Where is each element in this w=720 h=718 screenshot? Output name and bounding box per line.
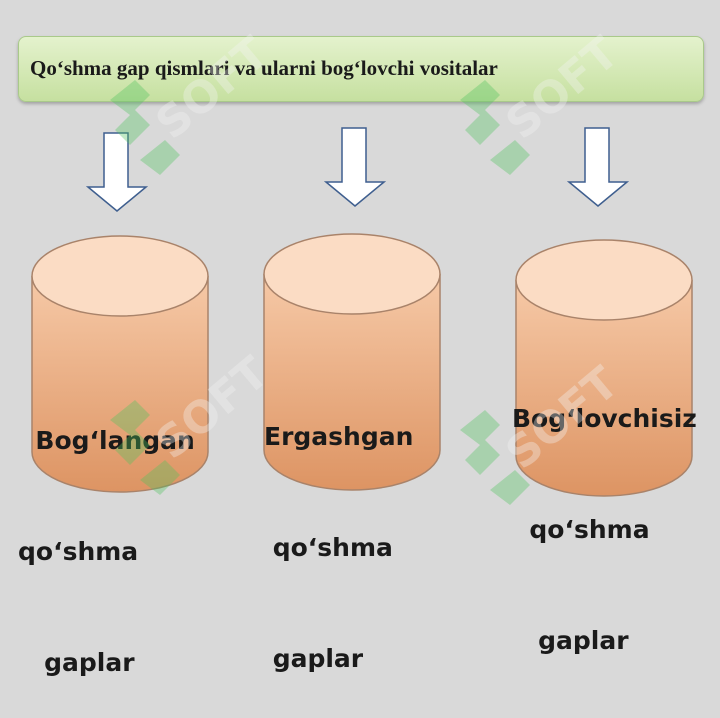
- cylinder-shape: [515, 239, 693, 497]
- down-arrow-icon: [567, 127, 629, 207]
- cylinder-label-3: Bog‘lovchisiz qo‘shma gaplar: [512, 326, 697, 696]
- cylinder-label-2: Ergashgan qo‘shma gaplar: [264, 344, 413, 714]
- label-line: Ergashgan: [264, 422, 414, 451]
- label-line: gaplar: [18, 648, 135, 677]
- label-line: qo‘shma: [512, 515, 650, 544]
- label-line: Bog‘langan: [18, 426, 195, 455]
- cylinder-label-1: Bog‘langan qo‘shma gaplar: [18, 348, 195, 718]
- cylinder-shape: [263, 233, 441, 491]
- title-box: [18, 36, 704, 102]
- down-arrow-icon: [324, 127, 386, 207]
- down-arrow-icon: [86, 132, 148, 212]
- label-line: qo‘shma: [264, 533, 393, 562]
- label-line: qo‘shma: [18, 537, 139, 566]
- label-line: Bog‘lovchisiz: [512, 404, 697, 433]
- cylinder-shape: [31, 235, 209, 493]
- label-line: gaplar: [264, 644, 364, 673]
- page-title: Qo‘shma gap qismlari va ularni bog‘lovch…: [30, 56, 498, 80]
- label-line: gaplar: [512, 626, 629, 655]
